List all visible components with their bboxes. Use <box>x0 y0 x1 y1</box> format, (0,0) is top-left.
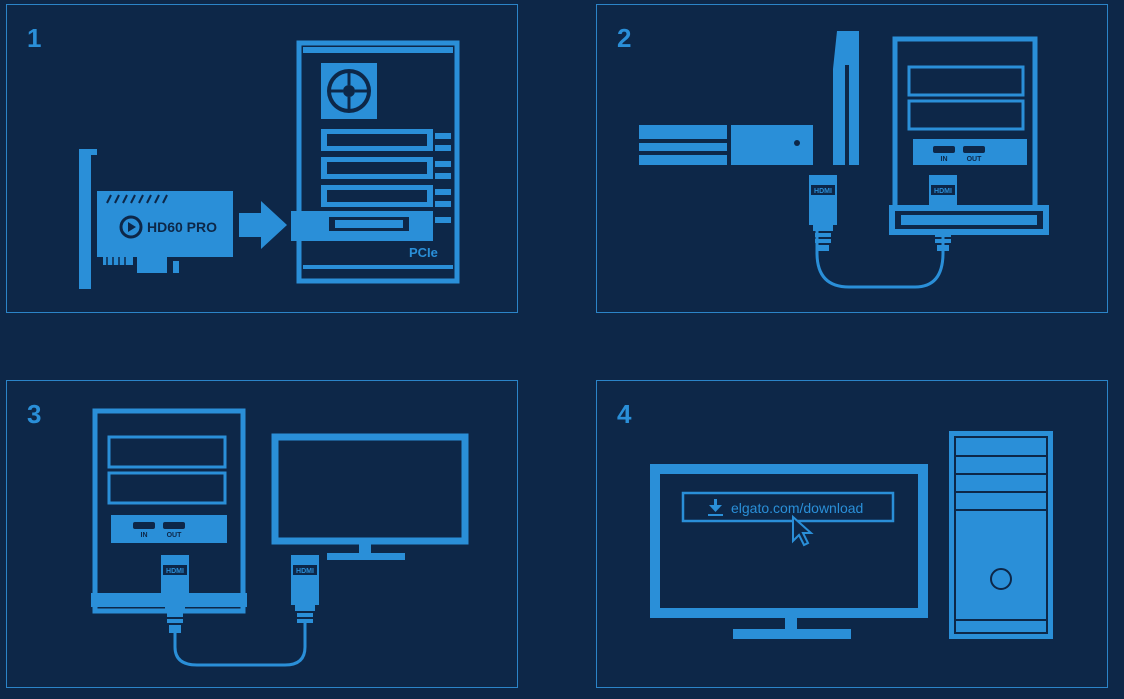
pc-tower-ports: IN OUT <box>889 36 1049 235</box>
step-4-panel: 4 elgato.com/download <box>596 380 1108 688</box>
step-2-panel: 2 HDMI <box>596 4 1108 313</box>
step-2-number: 2 <box>617 23 632 53</box>
url-bar <box>681 491 895 523</box>
svg-text:HDMI: HDMI <box>166 568 184 575</box>
step-1-panel: 1 HD60 PRO <box>6 4 518 313</box>
svg-text:HDMI: HDMI <box>814 188 832 195</box>
svg-text:HDMI: HDMI <box>934 188 952 195</box>
download-icon <box>708 499 723 516</box>
computer-monitor: elgato.com/download <box>650 464 928 639</box>
insert-arrow-icon <box>239 201 287 249</box>
step-3-number: 3 <box>27 399 42 429</box>
capture-card: HD60 PRO <box>79 149 233 289</box>
game-console-playstation <box>833 31 859 165</box>
step-1-number: 1 <box>27 23 42 53</box>
svg-text:OUT: OUT <box>167 532 183 539</box>
download-url: elgato.com/download <box>731 500 863 516</box>
svg-text:IN: IN <box>941 156 948 163</box>
tv-monitor <box>271 433 469 560</box>
game-console-xbox <box>639 125 813 165</box>
step-4-number: 4 <box>617 399 632 429</box>
power-button-icon <box>990 568 1012 590</box>
svg-text:IN: IN <box>141 532 148 539</box>
step-3-panel: 3 IN OUT <box>6 380 518 688</box>
pc-tower: PCIe <box>291 40 460 284</box>
elgato-logo-icon <box>119 215 143 239</box>
hdmi-cable-2: HDMI HDMI <box>161 555 319 667</box>
pcie-label: PCIe <box>409 245 438 260</box>
desktop-tower <box>949 431 1053 639</box>
mouse-cursor-icon <box>792 514 814 547</box>
svg-text:OUT: OUT <box>967 156 983 163</box>
svg-text:HDMI: HDMI <box>296 568 314 575</box>
card-label: HD60 PRO <box>147 219 217 235</box>
